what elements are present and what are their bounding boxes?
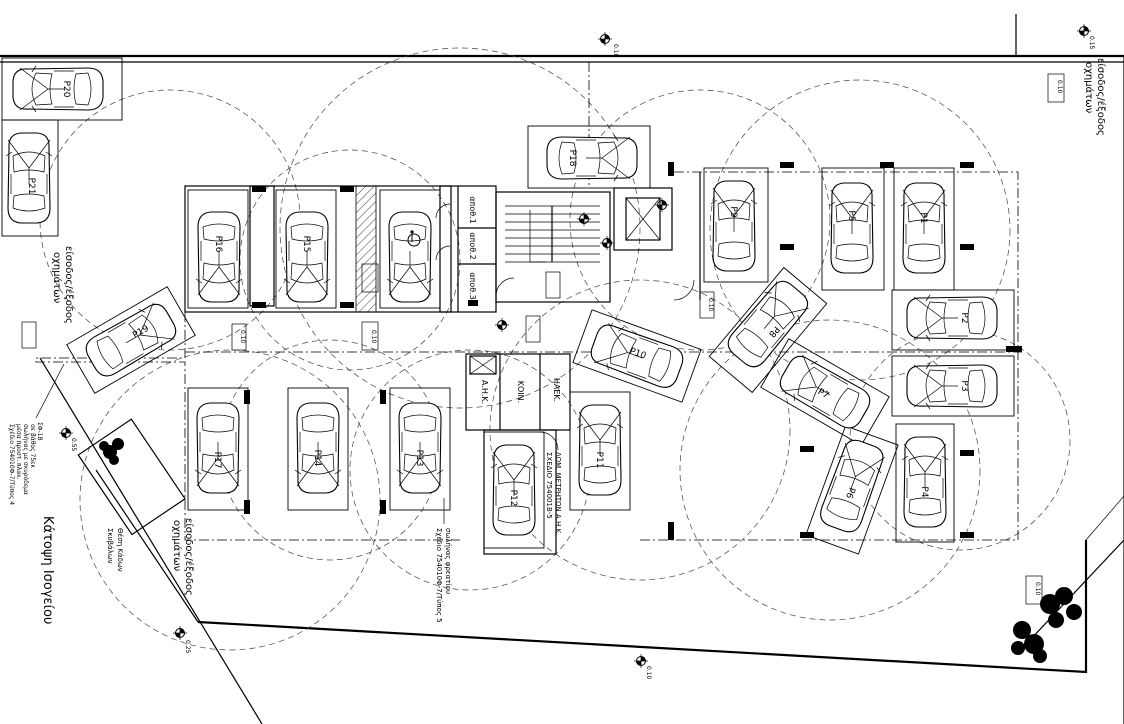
svg-text:0.10: 0.10 xyxy=(612,44,619,58)
utility-electric-label: ΗΛΕΚ. xyxy=(552,378,561,402)
car-p6 xyxy=(814,435,890,537)
entrance-label-top-right-line1: είσοδος/έξοδος xyxy=(1095,58,1107,136)
car-p2 xyxy=(906,294,998,342)
building-core xyxy=(184,162,1022,555)
svg-text:0.10: 0.10 xyxy=(239,330,246,344)
bin-label-line2: Σκυβάλων xyxy=(106,528,114,564)
svg-text:0.10: 0.10 xyxy=(370,330,377,344)
accessible-icon xyxy=(407,230,421,247)
left-note-line1: ΣΦ-1Β xyxy=(36,422,43,441)
level-marker-icon xyxy=(655,198,669,212)
level-marker-icon xyxy=(600,236,614,250)
entrance-label-bottom-line2: οχημάτων xyxy=(171,520,183,572)
svg-text:0.10: 0.10 xyxy=(707,298,714,312)
parking-bays xyxy=(1,57,1015,555)
storage-2-label: αποθ.2 xyxy=(468,232,477,260)
pipe-note-line1: σωλήνας φρεατίου xyxy=(444,528,452,594)
car-p13 xyxy=(396,402,444,494)
level-markers: 0.10 0.15 0.55 0.25 0.10 0.10 0.10 0.10 … xyxy=(21,24,1095,680)
level-marker-icon xyxy=(173,626,187,640)
car-p19 xyxy=(79,297,183,383)
car-p18 xyxy=(546,134,638,182)
label-p6: P6 xyxy=(843,486,856,500)
car-p14 xyxy=(294,402,342,494)
svg-text:0.55: 0.55 xyxy=(70,438,77,452)
level-marker-icon xyxy=(495,318,509,332)
pipe-note-line2: Σχέδιο 754010Φ-7/Τύπος 5 xyxy=(435,528,443,623)
svg-text:0.25: 0.25 xyxy=(184,640,191,654)
label-p21: P21 xyxy=(26,178,36,195)
fire-note-line2: ΣΧΕΔΙΟ 754001Β-5 xyxy=(545,452,553,519)
label-p11: P11 xyxy=(594,452,604,469)
hatched-wall xyxy=(355,185,377,313)
svg-text:0.15: 0.15 xyxy=(1088,36,1095,50)
label-p9: P9 xyxy=(728,206,738,217)
car-p-accessible xyxy=(386,211,434,303)
drawing-title: Κάτοψη Ισογείου xyxy=(40,516,55,624)
tree-icon xyxy=(99,438,1082,663)
utility-common-label: ΚΟΙΝ. xyxy=(516,381,525,403)
car-p3 xyxy=(906,362,998,410)
bin-enclosure xyxy=(77,418,186,536)
car-p1 xyxy=(900,182,948,274)
parked-cars xyxy=(5,65,998,537)
site-boundary xyxy=(0,14,1124,724)
label-p2: P2 xyxy=(959,312,969,323)
parking-labels: P20 P21 P16 P15 P18 P9 P5 P1 P2 P3 P4 P1… xyxy=(26,81,969,507)
svg-text:0.10: 0.10 xyxy=(645,666,652,680)
label-p18: P18 xyxy=(567,150,577,167)
fire-note-line1: ΔΩΜ. ΜΕΤΡΗΤΩΝ Α.Η.Κ. xyxy=(554,452,562,535)
label-p13: P13 xyxy=(414,450,424,467)
label-p7: P7 xyxy=(816,387,831,401)
storage-1-label: αποθ.1 xyxy=(468,196,477,224)
car-p5 xyxy=(828,182,876,274)
left-note-line2: σε βάθος 75εκ xyxy=(29,424,36,468)
entrance-label-bottom-line1: είσοδος/έξοδος xyxy=(183,518,195,596)
level-marker-icon xyxy=(598,32,612,46)
label-p16: P16 xyxy=(213,236,223,253)
label-p15: P15 xyxy=(301,236,311,253)
car-p9 xyxy=(710,180,758,272)
label-p20: P20 xyxy=(61,81,71,98)
car-p16 xyxy=(195,211,243,303)
entrance-label-left-line1: είσοδος/έξοδος xyxy=(63,246,75,324)
storage-3-label: αποθ.3 xyxy=(468,272,477,300)
svg-text:0.10: 0.10 xyxy=(1034,582,1041,596)
label-p14: P14 xyxy=(312,450,322,467)
label-p3: P3 xyxy=(959,380,969,391)
bin-label-line1: Θέση Κάδων xyxy=(116,528,124,572)
label-p4: P4 xyxy=(919,486,929,497)
staircase xyxy=(505,205,600,263)
svg-text:0.10: 0.10 xyxy=(1056,80,1063,94)
entrance-label-top-right-line2: οχημάτων xyxy=(1083,62,1095,114)
label-p17: P17 xyxy=(212,452,222,469)
label-p12: P12 xyxy=(508,490,518,507)
label-p1: P1 xyxy=(918,212,928,223)
entrance-label-left-line2: οχημάτων xyxy=(51,252,63,304)
room-labels: αποθ.1 αποθ.2 αποθ.3 Α.Η.Κ. ΚΟΙΝ. ΗΛΕΚ. xyxy=(468,196,561,404)
left-note-line5: Σχέδιο 754010Φ-7/Τύπος 4 xyxy=(8,424,15,505)
car-p17 xyxy=(194,402,242,494)
utility-ahk-label: Α.Η.Κ. xyxy=(480,380,489,404)
car-p15 xyxy=(283,211,331,303)
left-note-line4: μέσα προστ. πλακ. xyxy=(15,424,22,480)
car-p4 xyxy=(901,436,949,528)
annotations: Κάτοψη Ισογείου είσοδος/έξοδος οχημάτων … xyxy=(8,58,1107,624)
label-p5: P5 xyxy=(846,210,856,221)
left-note-line3: σωλήνας με σκυρόδεμα xyxy=(22,424,29,495)
car-p20 xyxy=(12,65,104,113)
car-p11 xyxy=(576,404,624,496)
